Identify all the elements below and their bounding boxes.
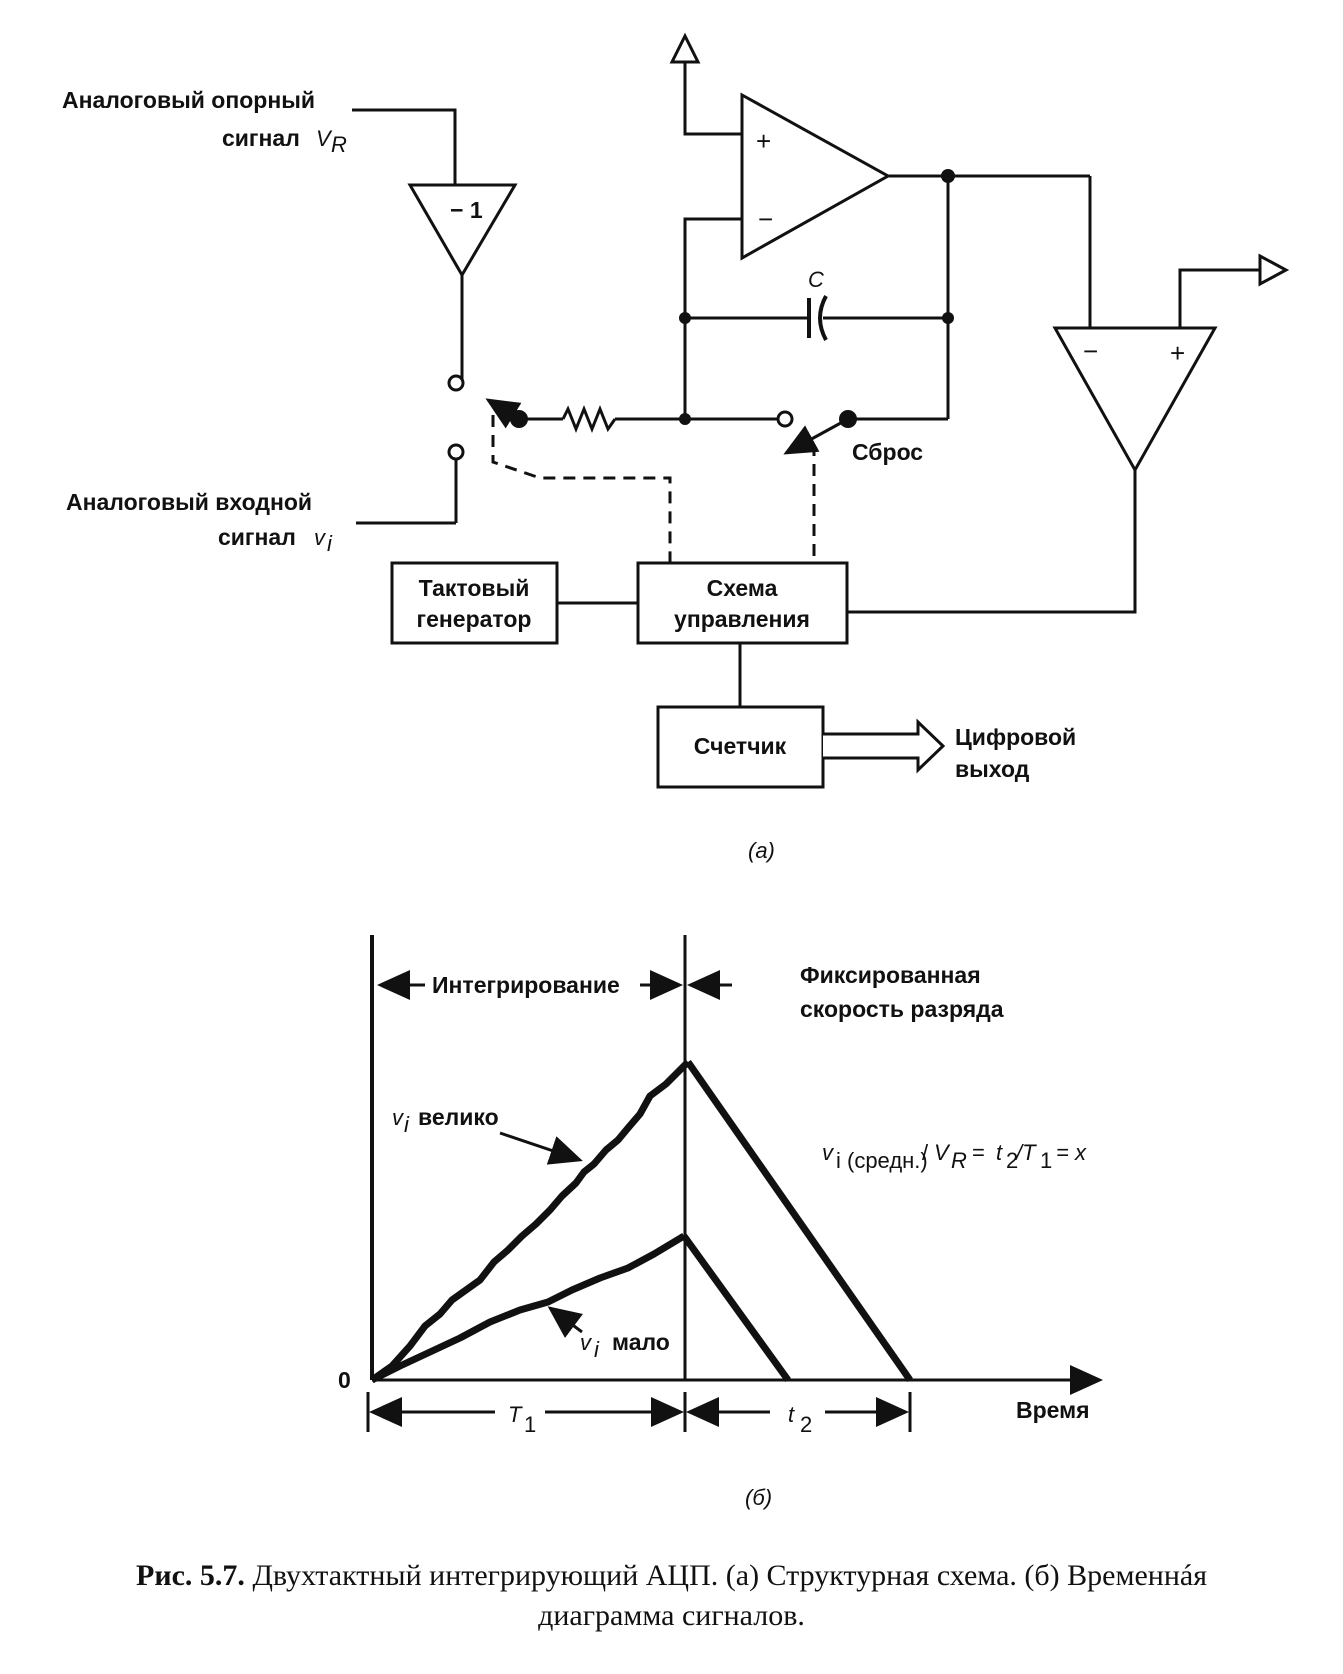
trace-vi-large-discharge (685, 1059, 913, 1383)
figure-caption: Рис. 5.7. Двухтактный интегрирующий АЦП.… (20, 1556, 1323, 1636)
formula-t2: t (996, 1140, 1003, 1165)
digital-output-label-line1: Цифровой (955, 724, 1076, 750)
caption-prefix: Рис. 5.7. (136, 1559, 245, 1592)
reset-label: Сброс (852, 439, 923, 465)
ref-signal-wire (352, 108, 457, 185)
caption-line2: диаграмма сигналов. (538, 1599, 805, 1632)
integrator-opamp (740, 92, 892, 261)
large-signal-sub: i (404, 1112, 410, 1137)
integrator-minus-wire (683, 217, 742, 419)
t2-label-sub: 2 (800, 1412, 812, 1437)
input-signal-symbol: v (314, 525, 327, 550)
caption-text: Двухтактный интегрирующий АЦП. (а) Струк… (252, 1559, 1207, 1592)
capacitor-label: C (808, 267, 824, 292)
junction-resistor (679, 413, 691, 425)
small-signal-text: мало (612, 1329, 670, 1355)
large-signal-text: велико (418, 1104, 499, 1130)
reset-switch-arm (783, 417, 849, 455)
switch-control-dashed (491, 415, 672, 563)
formula-vr-sub: R (951, 1148, 967, 1173)
ratio-formula: v i (средн.) / V R = t 2 /T 1 = x (822, 1140, 1087, 1173)
small-signal-pointer (547, 1306, 583, 1338)
control-label-line2: управления (674, 606, 810, 632)
integration-label: Интегрирование (432, 972, 620, 998)
digital-output-arrow (823, 718, 946, 774)
input-signal-subscript: i (327, 531, 333, 556)
integrator-plus-sign: + (756, 126, 771, 156)
t1-label-sub: 1 (524, 1412, 536, 1437)
comparator-output-wire (847, 470, 1137, 614)
discharge-label-line1: Фиксированная (800, 962, 981, 988)
trace-vi-small-rise (370, 1232, 686, 1384)
t2-label: t (788, 1402, 795, 1427)
inverter-label: − 1 (450, 197, 483, 223)
input-switch-arm (485, 398, 522, 429)
time-label: Время (1016, 1397, 1090, 1423)
input-signal-label-line2: сигнал (218, 524, 296, 550)
origin-label: 0 (338, 1367, 351, 1393)
comparator-plus-wire (1178, 268, 1260, 328)
formula-t1: /T (1014, 1140, 1037, 1165)
inverter-triangle (407, 183, 518, 278)
capacitor-plate-right (818, 295, 828, 341)
ref-signal-subscript: R (331, 132, 347, 157)
t1-label: T (508, 1402, 523, 1427)
reset-contact-open (776, 410, 794, 428)
trace-vi-small-discharge (681, 1233, 791, 1383)
clock-label-line1: Тактовый (419, 575, 530, 601)
switch-contact-input (447, 443, 465, 461)
formula-vi: v (822, 1140, 835, 1165)
clock-label-line2: генератор (417, 606, 532, 632)
formula-end: = x (1056, 1140, 1087, 1165)
ref-signal-label-line2: сигнал (222, 125, 300, 151)
switch-contact-ref (447, 374, 465, 392)
integrator-plus-wire (683, 62, 742, 136)
clock-generator-box (390, 561, 559, 645)
formula-vr: V (934, 1140, 951, 1165)
diagram-b-sublabel: (б) (745, 1485, 772, 1510)
formula-vi-sub: i (средн.) (836, 1148, 928, 1173)
formula-slash: / (922, 1140, 929, 1165)
counter-label: Счетчик (694, 733, 787, 759)
counter-box (656, 705, 825, 789)
large-signal-v: v (392, 1105, 405, 1130)
ref-signal-symbol: V (316, 126, 333, 151)
digital-output-label-line2: выход (955, 756, 1030, 782)
ground-arrow-comparator (1258, 253, 1290, 287)
diagram-a-sublabel: (а) (748, 838, 775, 863)
control-label-line1: Схема (707, 575, 778, 601)
trace-vi-large-rise (369, 1059, 691, 1383)
comparator-minus-sign: − (1083, 336, 1098, 366)
small-signal-v: v (580, 1330, 593, 1355)
formula-t2-sub: 2 (1006, 1148, 1018, 1173)
formula-equals: = (972, 1140, 985, 1165)
ref-signal-label-line1: Аналоговый опорный (62, 87, 315, 113)
junction-cap-right (942, 312, 954, 324)
ground-arrow-integrator (669, 32, 701, 64)
formula-t1-sub: 1 (1040, 1148, 1052, 1173)
small-signal-sub: i (594, 1337, 600, 1362)
comparator-opamp (1052, 326, 1218, 474)
timing-diagram: Интегрирование Фиксированная скорость ра… (338, 935, 1103, 1510)
input-signal-label-line1: Аналоговый входной (66, 489, 312, 515)
resistor (561, 404, 617, 434)
block-diagram: Аналоговый опорный сигнал V R − 1 Аналог… (62, 32, 1290, 863)
integrator-minus-sign: − (758, 204, 773, 234)
discharge-label-line2: скорость разряда (800, 996, 1004, 1022)
comparator-plus-sign: + (1170, 338, 1185, 368)
control-circuit-box (636, 561, 849, 645)
large-signal-pointer (499, 1131, 583, 1165)
